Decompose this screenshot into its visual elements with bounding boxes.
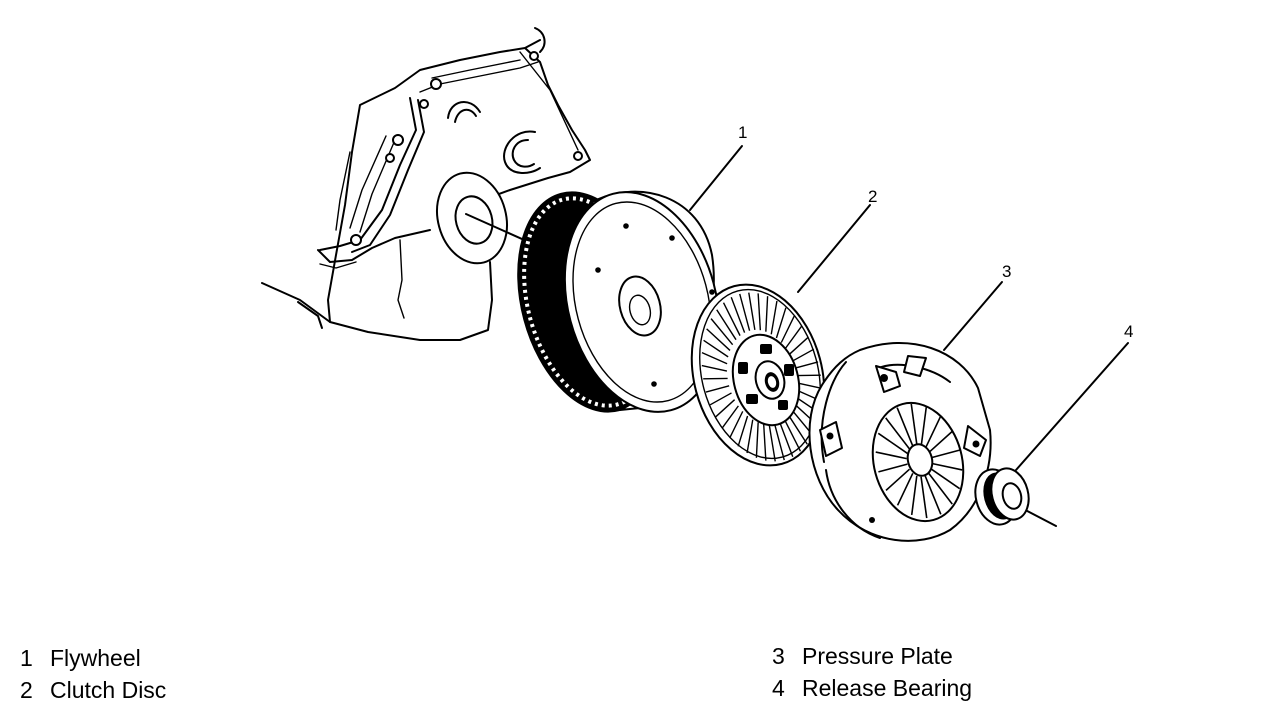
legend-item-clutch-disc: 2 Clutch Disc <box>20 674 166 706</box>
radial-line <box>877 432 908 455</box>
radial-line <box>739 293 751 331</box>
radial-line <box>780 315 795 343</box>
callout-4: 4 <box>1124 322 1133 341</box>
radial-line <box>785 325 803 349</box>
radial-line <box>716 309 737 341</box>
legend-column-right: 3 Pressure Plate 4 Release Bearing <box>772 640 972 704</box>
radial-line <box>710 318 734 346</box>
radial-line <box>757 293 762 331</box>
radial-line <box>920 406 928 447</box>
radial-line <box>701 352 728 365</box>
radial-line <box>709 392 732 406</box>
legend-column-left: 1 Flywheel 2 Clutch Disc <box>20 642 166 706</box>
legend-label: Clutch Disc <box>50 677 167 703</box>
radial-line <box>931 462 963 471</box>
radial-line <box>737 415 749 447</box>
radial-line <box>773 423 785 461</box>
release-bearing <box>974 467 1030 526</box>
radial-line <box>787 413 808 445</box>
radial-line <box>930 449 960 459</box>
radial-line <box>910 475 918 516</box>
radial-line <box>924 416 942 450</box>
legend-label: Release Bearing <box>802 675 973 701</box>
radial-line <box>770 300 778 335</box>
legend-item-release-bearing: 4 Release Bearing <box>772 672 972 704</box>
radial-line <box>930 467 961 490</box>
legend-number: 3 <box>772 643 785 669</box>
legend-number: 1 <box>20 645 33 671</box>
legend-number: 2 <box>20 677 33 703</box>
radial-line <box>729 411 744 439</box>
engine-block <box>261 27 591 341</box>
callout-3: 3 <box>1002 262 1011 281</box>
radial-line <box>706 328 731 351</box>
radial-line <box>703 339 729 358</box>
radial-line <box>722 302 741 336</box>
radial-line <box>778 421 794 457</box>
radial-line <box>788 336 809 355</box>
radial-line <box>924 475 942 515</box>
legend-item-pressure-plate: 3 Pressure Plate <box>772 640 972 672</box>
radial-line <box>730 297 746 333</box>
radial-line <box>768 424 776 462</box>
radial-line <box>927 431 953 454</box>
radial-line <box>746 419 754 454</box>
flywheel <box>517 190 721 413</box>
radial-line <box>885 468 911 491</box>
radial-line <box>792 348 815 362</box>
radial-line <box>705 385 730 393</box>
clutch-exploded-diagram: 1 2 3 4 <box>261 27 1133 542</box>
radial-line <box>794 361 819 369</box>
radial-line <box>755 422 759 458</box>
radial-line <box>748 292 756 330</box>
radial-line <box>796 382 823 390</box>
radial-line <box>721 405 739 429</box>
radial-line <box>775 307 787 339</box>
callout-2: 2 <box>868 187 877 206</box>
legend-label: Pressure Plate <box>802 643 953 669</box>
radial-line <box>896 472 914 506</box>
radial-line <box>927 472 953 505</box>
radial-line <box>765 296 769 332</box>
radial-line <box>878 463 908 473</box>
legend-item-flywheel: 1 Flywheel <box>20 642 166 674</box>
radial-line <box>920 476 928 519</box>
radial-line <box>701 364 728 372</box>
pressure-plate <box>808 342 992 542</box>
radial-line <box>875 451 907 460</box>
radial-line <box>715 399 736 418</box>
callout-1: 1 <box>738 123 747 142</box>
legend-label: Flywheel <box>50 645 141 671</box>
clutch-disc <box>690 283 826 467</box>
radial-line <box>783 418 802 452</box>
radial-line <box>762 423 767 461</box>
legend-number: 4 <box>772 675 785 701</box>
radial-line <box>885 417 911 450</box>
callout-leaders <box>689 145 1129 471</box>
radial-line <box>910 403 918 446</box>
radial-line <box>896 407 914 447</box>
